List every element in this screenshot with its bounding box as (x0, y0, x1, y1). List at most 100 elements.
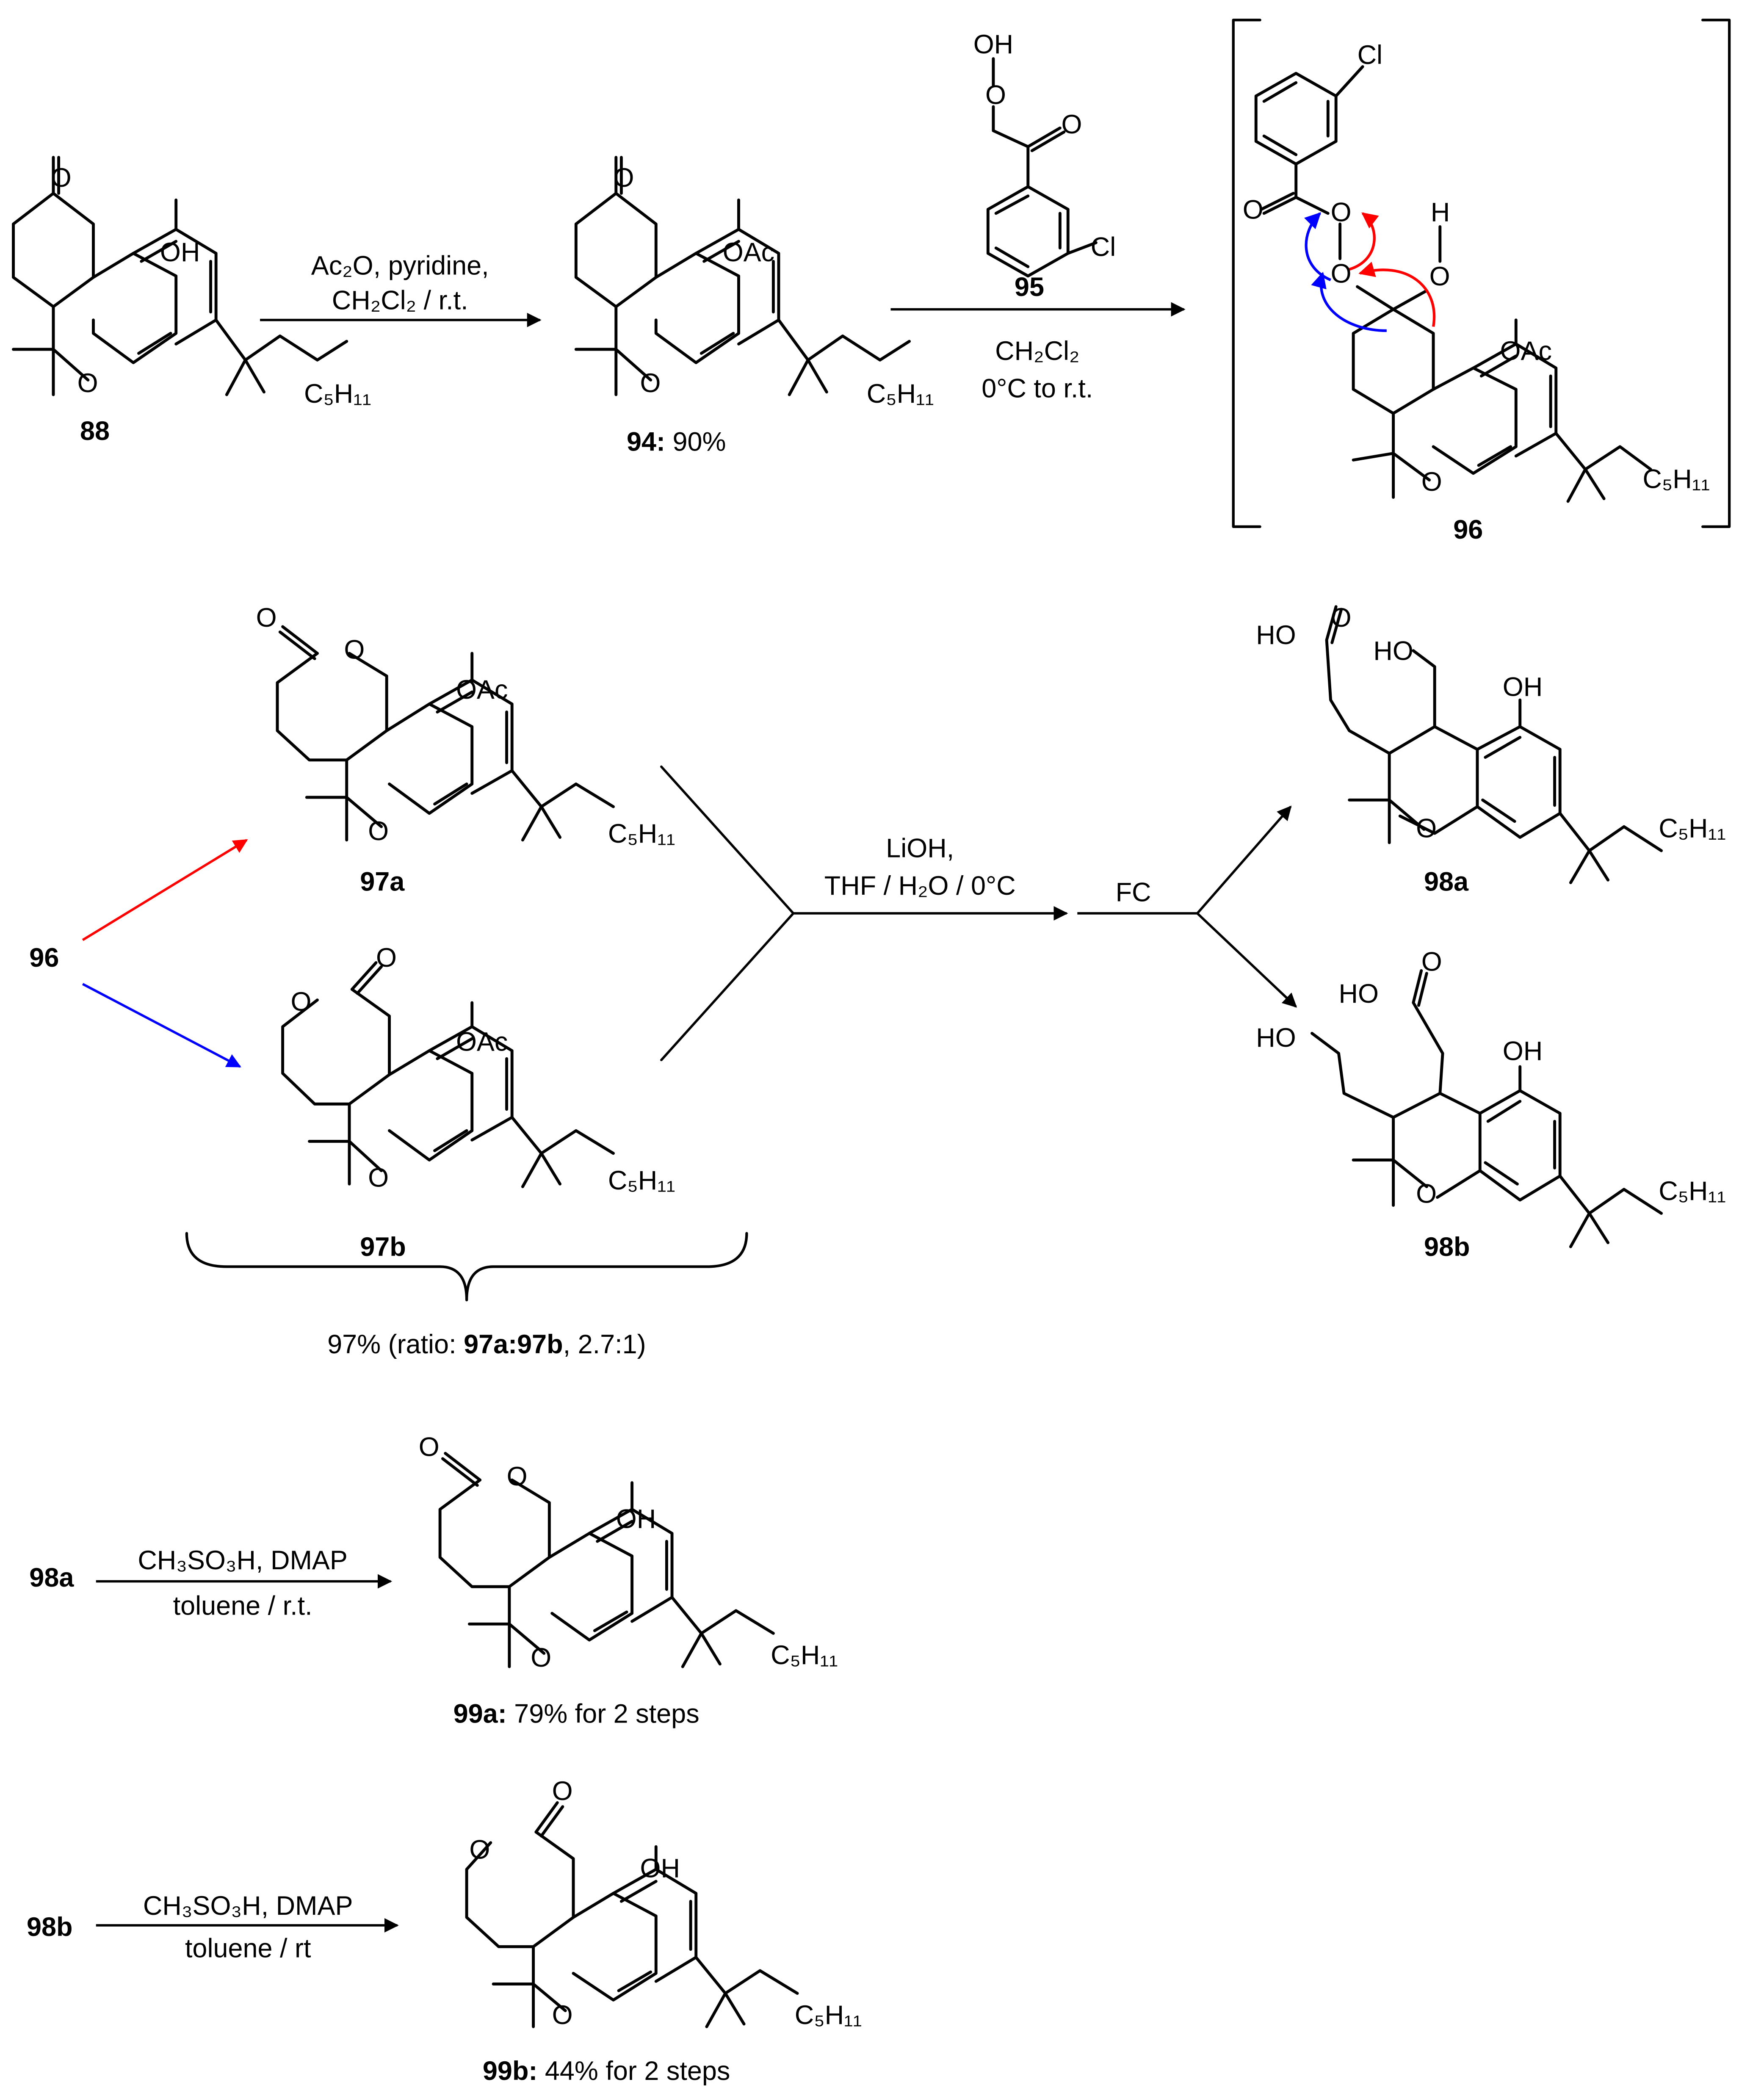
label-98b-ref: 98b (27, 1912, 73, 1942)
atom-C5H11-98a: C₅H₁₁ (1659, 813, 1726, 843)
label-99a-yield: 79% for 2 steps (507, 1699, 700, 1728)
compound-96-structure (1254, 65, 1652, 503)
ratio-prefix: 97% (ratio: (327, 1330, 464, 1359)
atom-OH-99a: OH (616, 1504, 656, 1534)
atom-O-99b-a: O (552, 1776, 573, 1806)
brace (185, 1232, 748, 1302)
red-arrow-to-97a (82, 839, 248, 941)
atom-Cl-96: Cl (1358, 40, 1382, 70)
atom-O-98b: O (1421, 947, 1442, 976)
compound-99a-structure (438, 1452, 775, 1668)
atom-O-99a-b: O (507, 1462, 528, 1491)
atom-O-95b: O (1062, 110, 1082, 139)
atom-OAc-97a: OAc (456, 675, 508, 705)
compound-95-structure (986, 57, 1098, 278)
atom-OAc-94: OAc (723, 238, 774, 267)
atom-OH-98a: OH (1503, 672, 1543, 702)
label-98a-ref: 98a (29, 1563, 74, 1593)
atom-O-ring-88: O (77, 368, 98, 398)
convergence-lines (660, 765, 795, 1062)
red-arrow-96-a (1349, 212, 1379, 271)
atom-OH-95: OH (973, 30, 1013, 59)
atom-O-ring-94: O (640, 368, 661, 398)
atom-O-ring-97b: O (368, 1163, 389, 1192)
step3-line1: LiOH, (886, 834, 954, 863)
label-88: 88 (80, 416, 110, 446)
atom-O-96a: O (1243, 195, 1264, 224)
arrow-to-98b (1196, 912, 1297, 1008)
atom-HO-98a-alc: HO (1373, 636, 1413, 666)
atom-O-97b-b: O (290, 987, 311, 1017)
label-98a: 98a (1424, 867, 1469, 896)
label-99b-bold: 99b: (483, 2056, 537, 2086)
step2-line1: CH₂Cl₂ (995, 336, 1079, 366)
atom-O-ring-98a: O (1416, 813, 1437, 843)
ratio-bold: 97a:97b (464, 1330, 563, 1359)
atom-OH-99b: OH (640, 1854, 680, 1883)
label-99a-bold: 99a: (453, 1699, 507, 1728)
step3-line2: THF / H₂O / 0°C (824, 871, 1016, 901)
atom-O-94: O (614, 163, 634, 193)
atom-HO-98b-alc: HO (1256, 1023, 1296, 1053)
atom-O-88: O (51, 163, 72, 193)
atom-C5H11-98b: C₅H₁₁ (1659, 1176, 1726, 1206)
blue-arrow-to-97b (82, 983, 241, 1068)
label-95: 95 (1015, 272, 1044, 302)
step5-line2: toluene / rt (185, 1934, 311, 1963)
atom-O-96b: O (1331, 198, 1352, 227)
step1-line2: CH₂Cl₂ / r.t. (332, 286, 468, 315)
step1-line1: Ac₂O, pyridine, (311, 251, 489, 281)
label-94: 94: 90% (627, 427, 726, 456)
atom-H-96: H (1431, 198, 1450, 227)
atom-OH-98b: OH (1503, 1036, 1543, 1066)
atom-C5H11-99b: C₅H₁₁ (795, 2000, 862, 2030)
atom-C5H11-97a: C₅H₁₁ (608, 819, 675, 849)
atom-C5H11-88: C₅H₁₁ (304, 379, 371, 409)
red-arrow-96-b (1358, 262, 1436, 327)
label-98b: 98b (1424, 1232, 1470, 1262)
arrow-to-98a (1196, 805, 1292, 914)
atom-OAc-97b: OAc (456, 1027, 508, 1056)
atom-HO-98a-acid: HO (1256, 620, 1296, 650)
atom-O-95a: O (985, 80, 1006, 110)
label-96: 96 (1453, 515, 1483, 545)
atom-O-97b-a: O (376, 943, 397, 973)
compound-98b-structure (1311, 969, 1663, 1248)
label-94-yield: 90% (665, 427, 726, 456)
compound-98a-structure (1325, 605, 1663, 885)
atom-O-97a-a: O (256, 603, 277, 633)
atom-O-96d: O (1429, 262, 1450, 291)
blue-arrow-96-b (1311, 271, 1387, 332)
atom-O-98a: O (1331, 603, 1352, 633)
label-96-ref: 96 (29, 943, 59, 973)
label-94-bold: 94: (627, 427, 665, 456)
compound-88-structure (12, 156, 348, 396)
atom-C5H11-96: C₅H₁₁ (1642, 464, 1710, 494)
atom-C5H11-97b: C₅H₁₁ (608, 1166, 675, 1195)
atom-OAc-96: OAc (1500, 336, 1551, 366)
label-99a: 99a: 79% for 2 steps (453, 1699, 700, 1728)
atom-O-ring-97a: O (368, 816, 389, 846)
compound-97a-structure (276, 625, 615, 842)
atom-O-99a-a: O (419, 1432, 440, 1462)
atom-O-ring-96: O (1421, 467, 1442, 497)
step4-line2: toluene / r.t. (173, 1591, 312, 1620)
step4-line1: CH₃SO₃H, DMAP (138, 1546, 348, 1575)
step2-line2: 0°C to r.t. (982, 373, 1093, 403)
atom-O-99b-b: O (469, 1835, 490, 1865)
label-97a: 97a (360, 867, 405, 896)
ratio-suffix: , 2.7:1) (563, 1330, 646, 1359)
compound-97b-structure (281, 961, 615, 1188)
step5-line1: CH₃SO₃H, DMAP (143, 1891, 353, 1921)
atom-O-96c: O (1331, 259, 1352, 289)
blue-arrow-96-a (1304, 212, 1331, 282)
compound-99b-structure (465, 1801, 799, 2028)
atom-O-ring-99a: O (531, 1643, 551, 1673)
atom-C5H11-99a: C₅H₁₁ (771, 1640, 838, 1670)
compound-94-structure (574, 156, 911, 396)
label-99b-yield: 44% for 2 steps (537, 2056, 730, 2086)
atom-HO-98b-acid: HO (1338, 979, 1378, 1009)
atom-OH-88: OH (160, 238, 200, 267)
atom-C5H11-94: C₅H₁₁ (867, 379, 934, 409)
